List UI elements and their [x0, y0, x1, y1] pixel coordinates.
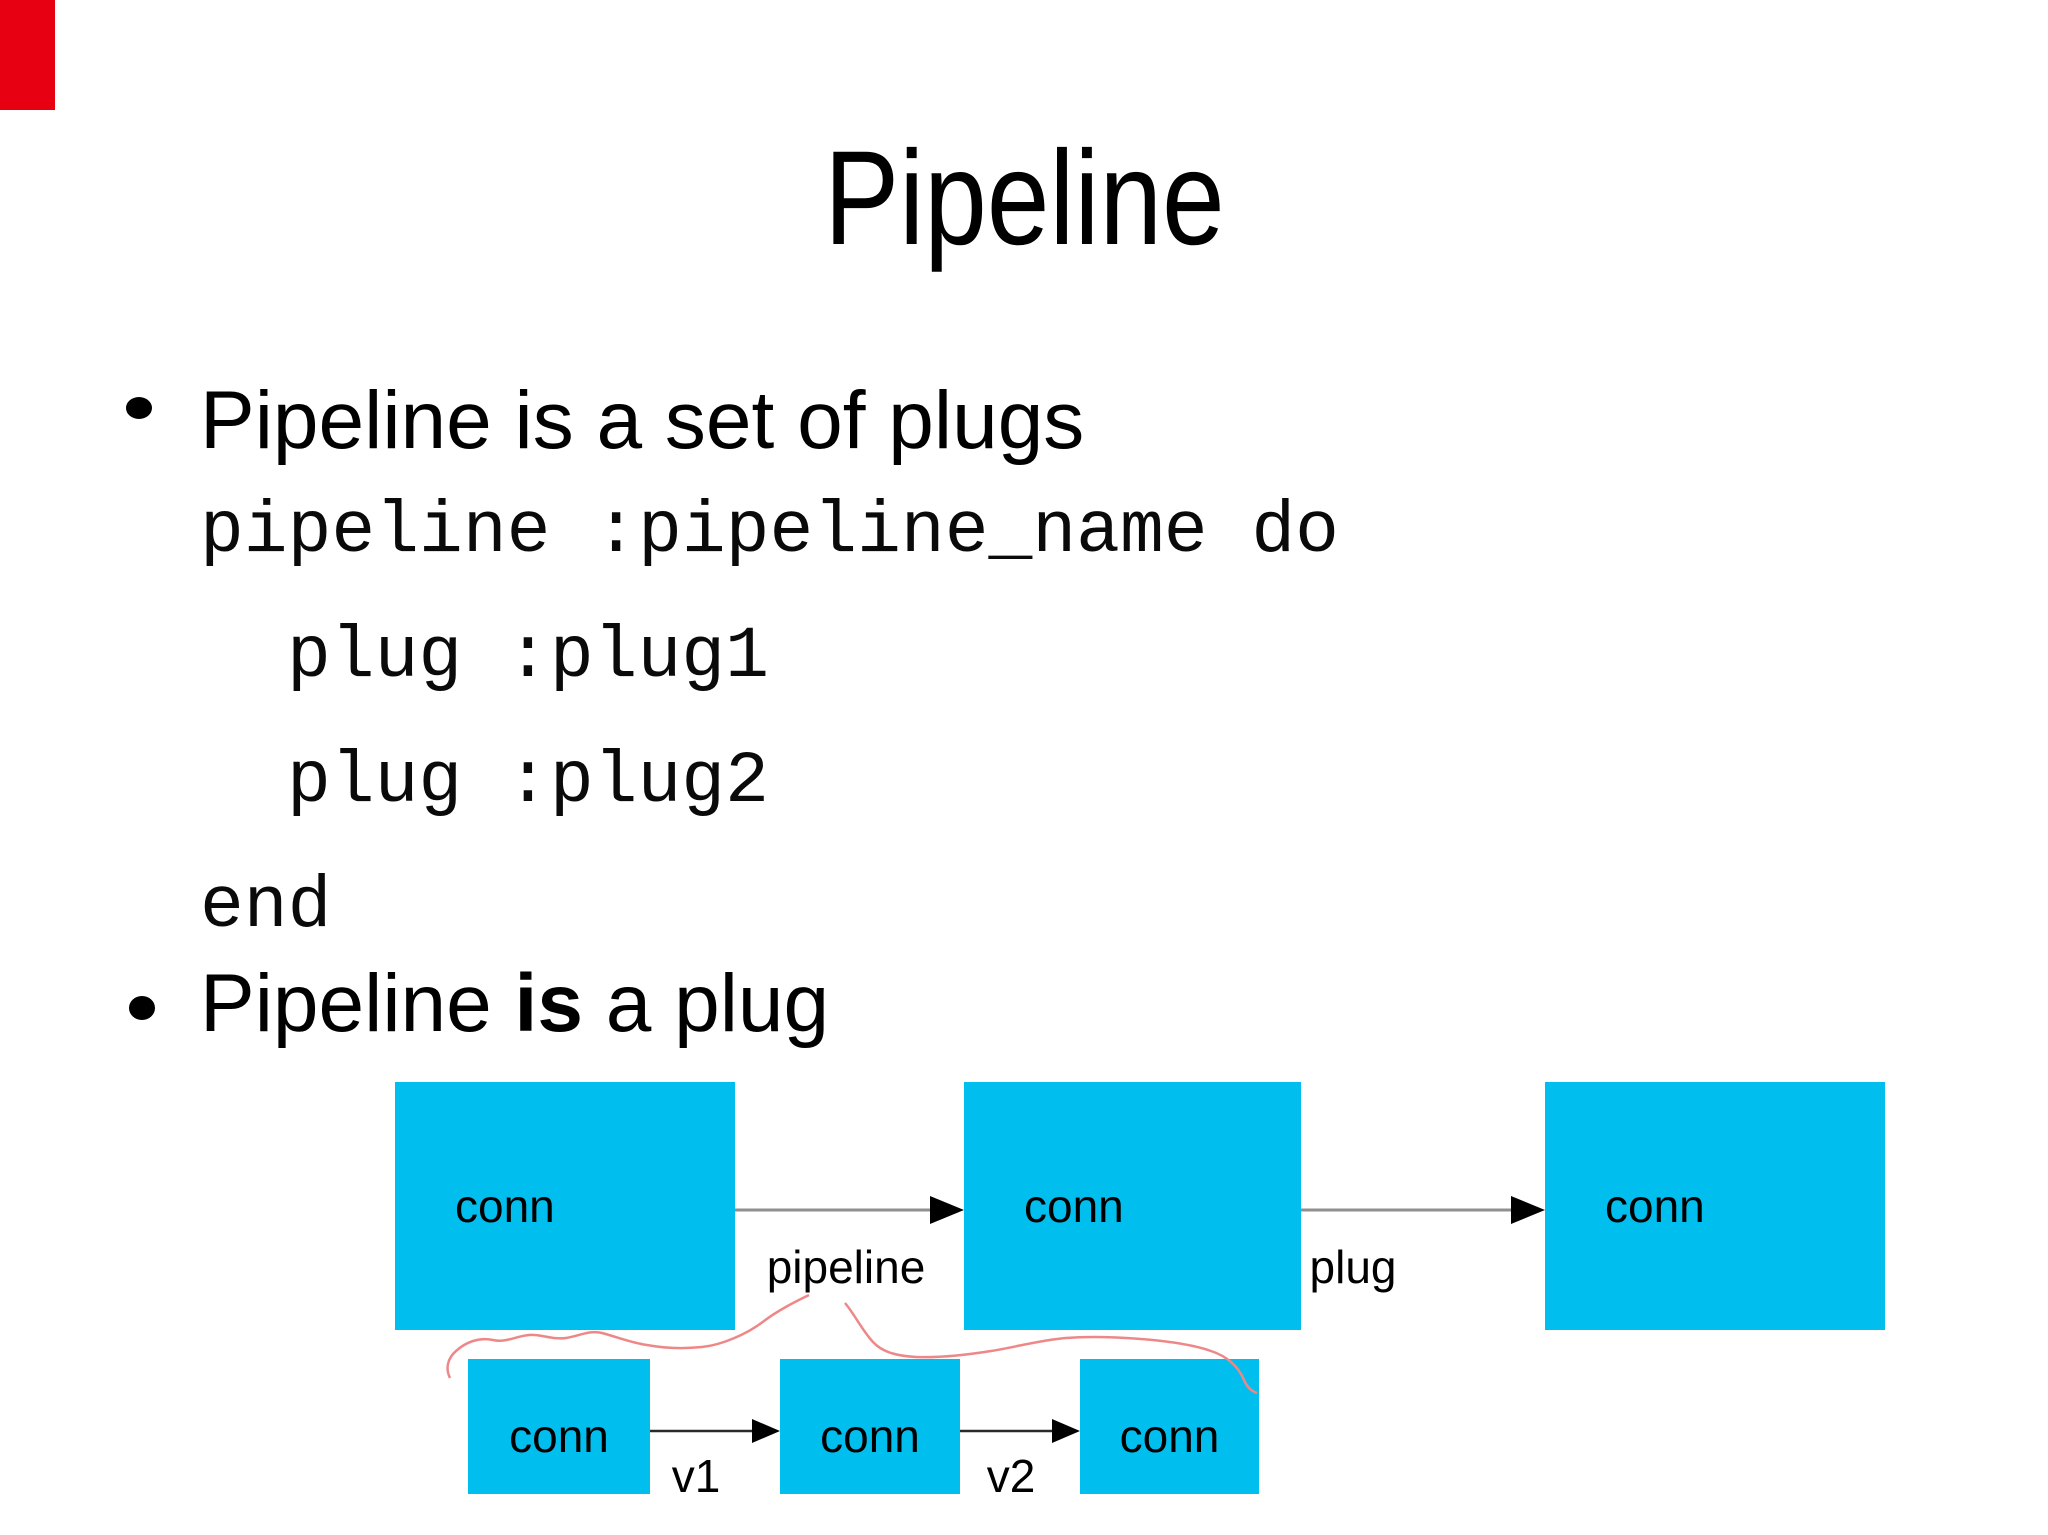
- code-line-1: pipeline :pipeline_name do: [200, 490, 1339, 573]
- pipeline-arrow-label: pipeline: [766, 1241, 926, 1293]
- corner-red-badge: [0, 0, 55, 110]
- conn-box-label: conn: [1119, 1409, 1220, 1462]
- code-line-3: plug :plug2: [287, 740, 769, 823]
- bullet-item-1: Pipeline is a set of plugs: [200, 375, 1085, 466]
- conn-box-bottom-1: conn: [468, 1359, 650, 1494]
- bullet-dot-icon: [126, 397, 152, 419]
- code-line-2: plug :plug1: [287, 615, 769, 698]
- code-line-4: end: [200, 865, 332, 948]
- bullet-dot-icon: [129, 996, 155, 1020]
- arrow-head-icon: [1511, 1196, 1545, 1224]
- title-container: Pipeline: [0, 119, 2048, 280]
- conn-box-top-2: conn: [964, 1082, 1301, 1330]
- arrow-head-icon: [1052, 1419, 1080, 1443]
- v2-arrow-label: v2: [986, 1450, 1036, 1502]
- conn-box-label: conn: [820, 1409, 920, 1462]
- conn-box-label: conn: [455, 1180, 555, 1232]
- v1-arrow-label: v1: [671, 1450, 721, 1502]
- bullet-item-2: Pipeline is a plug: [200, 955, 829, 1053]
- conn-box-bottom-2: conn: [780, 1359, 960, 1494]
- bullet2-text-post: a plug: [582, 958, 830, 1049]
- conn-box-top-1: conn: [395, 1082, 735, 1330]
- conn-box-bottom-3: conn: [1080, 1359, 1259, 1494]
- conn-box-top-3: conn: [1545, 1082, 1885, 1330]
- arrow-head-icon: [752, 1419, 780, 1443]
- arrow-head-icon: [930, 1196, 964, 1224]
- bullet2-text-pre: Pipeline: [200, 958, 515, 1049]
- conn-box-label: conn: [1024, 1180, 1124, 1232]
- conn-box-label: conn: [1605, 1180, 1705, 1232]
- bullet2-text-bold: is: [514, 958, 583, 1049]
- plug-arrow-label: plug: [1309, 1241, 1397, 1293]
- conn-box-label: conn: [509, 1409, 609, 1462]
- page-title: Pipeline: [823, 124, 1225, 273]
